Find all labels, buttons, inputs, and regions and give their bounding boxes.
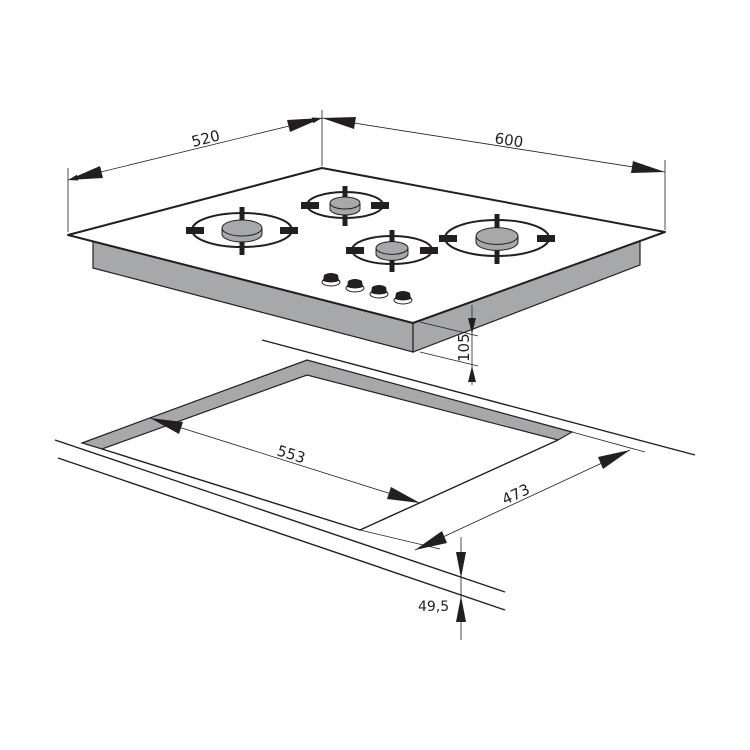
cutout-depth-dimension: 473 — [414, 449, 631, 551]
cutout-depth-label: 473 — [499, 480, 533, 508]
hob — [67, 167, 666, 353]
cutout-inner-wall — [80, 359, 574, 450]
worktop — [54, 339, 696, 611]
control-knob[interactable] — [321, 273, 341, 287]
pan-support-arm — [186, 227, 204, 234]
pan-support-arm — [301, 202, 319, 209]
height-label: 105 — [455, 333, 473, 362]
depth-dimension: 520 — [67, 110, 323, 232]
pan-support-arm — [239, 234, 245, 255]
cutout-width-dimension: 553 — [149, 417, 421, 504]
knob-cap — [323, 273, 339, 283]
burner — [301, 186, 389, 226]
pan-support-arm — [342, 186, 348, 199]
control-knobs — [321, 273, 413, 305]
pan-support-arm — [494, 242, 500, 264]
depth-label: 520 — [190, 126, 222, 150]
worktop-offset-dimension: 49,5 — [418, 537, 466, 640]
burner — [346, 230, 438, 272]
hob-top-surface — [67, 167, 666, 324]
pan-support-arm — [494, 214, 500, 232]
height-dimension: 105 — [419, 305, 479, 385]
burner — [439, 214, 555, 264]
worktop-offset-label: 49,5 — [418, 599, 449, 615]
pan-support-arm — [342, 209, 348, 226]
pan-support-arm — [371, 202, 389, 209]
burner-cap — [375, 241, 409, 255]
burners — [186, 186, 555, 272]
cutout-edge — [101, 439, 559, 531]
cutout-width-label: 553 — [275, 442, 308, 468]
pan-support-arm — [420, 247, 438, 254]
burner-cap — [475, 227, 519, 245]
pan-support-arm — [280, 227, 298, 234]
pan-support-arm — [537, 235, 555, 242]
pan-support-arm — [346, 247, 364, 254]
pan-support-arm — [439, 235, 457, 242]
burner-cap — [221, 219, 263, 237]
pan-support-arm — [389, 230, 395, 244]
knob-cap — [395, 291, 411, 301]
control-knob[interactable] — [369, 285, 389, 299]
control-knob[interactable] — [393, 291, 413, 305]
burner — [186, 207, 298, 255]
pan-support-arm — [389, 254, 395, 272]
pan-support-arm — [239, 207, 245, 224]
burner-cap — [329, 196, 361, 210]
knob-cap — [347, 279, 363, 289]
width-label: 600 — [493, 129, 524, 151]
knob-cap — [371, 285, 387, 295]
width-dimension: 600 — [321, 117, 666, 230]
control-knob[interactable] — [345, 279, 365, 293]
